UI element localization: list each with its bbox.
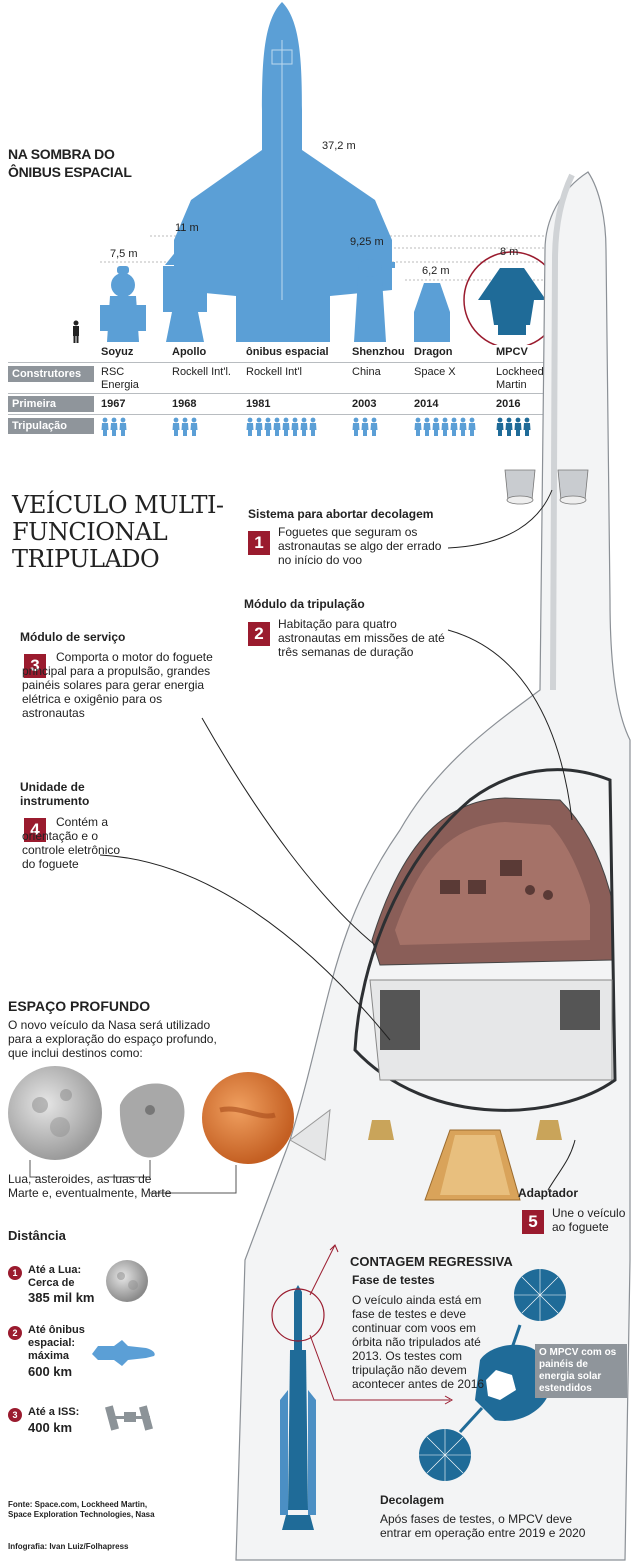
builder-apollo: Rockell Int'l.: [172, 366, 231, 378]
year-dragon: 2014: [414, 398, 439, 410]
craft-name-apollo: Apollo: [172, 346, 207, 358]
distance-2-label: Até ônibus espacial: máxima: [28, 1324, 85, 1362]
title-line2: ÔNIBUS ESPACIAL: [8, 164, 132, 180]
main-title: VEÍCULO MULTI- FUNCIONAL TRIPULADO: [12, 492, 224, 573]
distance-title: Distância: [8, 1228, 66, 1243]
year-shuttle: 1981: [246, 398, 271, 410]
callout-5-title: Adaptador: [518, 1186, 578, 1200]
launch-title: Decolagem: [380, 1493, 445, 1507]
year-mpcv: 2016: [496, 398, 521, 410]
deep-space-title: ESPAÇO PROFUNDO: [8, 998, 151, 1014]
dim-soyuz: 7,5 m: [110, 248, 138, 260]
year-apollo: 1968: [172, 398, 197, 410]
callout-5-badge: 5: [522, 1210, 544, 1234]
main-title-line3: TRIPULADO: [12, 545, 160, 573]
sources-credit: Fonte: Space.com, Lockheed Martin, Space…: [8, 1500, 155, 1519]
dim-mpcv: 8 m: [500, 246, 519, 258]
launch-vehicle-diagram: [271, 1244, 566, 1530]
distance-3-badge: 3: [8, 1408, 22, 1422]
shenzhou-silhouette: [345, 254, 395, 342]
human-scale-icon: [73, 320, 79, 343]
distance-2-value: 600 km: [28, 1364, 73, 1379]
mars-icon: [202, 1072, 294, 1164]
distance-3-label: Até a ISS:: [28, 1406, 80, 1418]
solar-panels-note: O MPCV com os painéis de energia solar e…: [535, 1344, 627, 1398]
dragon-silhouette: [414, 283, 450, 342]
callout-2-title: Módulo da tripulação: [244, 597, 365, 611]
divider: [8, 414, 558, 415]
service-module: [369, 979, 613, 1081]
test-phase-text: O veículo ainda está em fase de testes e…: [352, 1293, 485, 1391]
test-phase-title: Fase de testes: [352, 1273, 435, 1287]
row-label-crew: Tripulação: [8, 418, 94, 434]
dim-shuttle: 37,2 m: [322, 140, 356, 152]
row-label-builders: Construtores: [8, 366, 94, 382]
destinations-images: [8, 1066, 294, 1194]
craft-name-shuttle: ônibus espacial: [246, 346, 329, 358]
moon-small-icon: [106, 1260, 148, 1302]
divider: [8, 393, 558, 394]
callout-1-title: Sistema para abortar decolagem: [248, 507, 434, 521]
distance-1-label: Até a Lua: Cerca de: [28, 1264, 98, 1290]
builder-shenzhou: China: [352, 366, 381, 378]
distance-1-value: 385 mil km: [28, 1290, 95, 1305]
countdown-title: CONTAGEM REGRESSIVA: [350, 1254, 513, 1269]
callout-2-badge: 2: [248, 622, 270, 646]
iss-icon: [105, 1405, 153, 1431]
abort-motors: [504, 469, 589, 505]
deep-space-text: O novo veículo da Nasa será utilizado pa…: [8, 1018, 217, 1060]
builder-shuttle: Rockell Int'l: [246, 366, 302, 378]
callout-3-title: Módulo de serviço: [20, 630, 126, 644]
moon-icon: [8, 1066, 102, 1160]
small-rocket-icon: [280, 1285, 316, 1530]
craft-name-dragon: Dragon: [414, 346, 453, 358]
builder-dragon: Space X: [414, 366, 456, 378]
mpcv-silhouette: [478, 268, 546, 335]
asteroid-icon: [119, 1083, 185, 1158]
mpcv-leader-lines: [309, 1244, 454, 1405]
divider: [8, 362, 558, 363]
year-shenzhou: 2003: [352, 398, 377, 410]
callout-3-badge: 3: [24, 654, 46, 678]
dim-apollo: 11 m: [175, 222, 199, 234]
shuttle-silhouette: [174, 2, 392, 342]
launch-text: Após fases de testes, o MPCV deve entrar…: [380, 1512, 586, 1540]
distance-1-label-text: Até a Lua: Cerca de: [28, 1264, 82, 1289]
mpcv-solar-panels-icon: [419, 1269, 566, 1481]
craft-name-soyuz: Soyuz: [101, 346, 134, 358]
main-title-line1: VEÍCULO MULTI-: [12, 491, 224, 519]
distance-3-value: 400 km: [28, 1420, 73, 1435]
shuttle-small-icon: [92, 1340, 155, 1366]
callout-4-badge: 4: [24, 818, 46, 842]
infographic-credit: Infografia: Ivan Luiz/Folhapress: [8, 1542, 129, 1551]
builder-soyuz: RSC Energia: [101, 366, 139, 391]
callout-4-title: Unidade de instrumento: [20, 780, 90, 808]
callout-3-text: Comporta o motor do foguete principal pa…: [22, 650, 213, 720]
thrusters: [368, 1120, 562, 1140]
builder-mpcv: Lockheed Martin: [496, 366, 544, 391]
callout-4-text: Contém a orientação e o controle eletrôn…: [22, 815, 121, 871]
title-line1: NA SOMBRA DO: [8, 146, 115, 162]
craft-name-mpcv: MPCV: [496, 346, 528, 358]
main-title-line2: FUNCIONAL: [12, 518, 168, 546]
year-soyuz: 1967: [101, 398, 126, 410]
callout-5-text: Une o veículo ao foguete: [552, 1206, 626, 1234]
distance-2-badge: 2: [8, 1326, 22, 1340]
callout-1-text: Foguetes que seguram os astronautas se a…: [278, 525, 442, 567]
craft-name-shenzhou: Shenzhou: [352, 346, 405, 358]
callout-2-text: Habitação para quatro astronautas em mis…: [278, 617, 445, 659]
destinations-text: Lua, asteroides, as luas de Marte e, eve…: [8, 1172, 172, 1200]
section-title: NA SOMBRA DO ÔNIBUS ESPACIAL: [8, 145, 132, 181]
distance-1-badge: 1: [8, 1266, 22, 1280]
dim-shenzhou: 9,25 m: [350, 236, 384, 248]
crafts-silhouettes: [73, 2, 561, 345]
callout-1-badge: 1: [248, 531, 270, 555]
soyuz-silhouette: [100, 266, 146, 342]
dim-dragon: 6,2 m: [422, 265, 450, 277]
